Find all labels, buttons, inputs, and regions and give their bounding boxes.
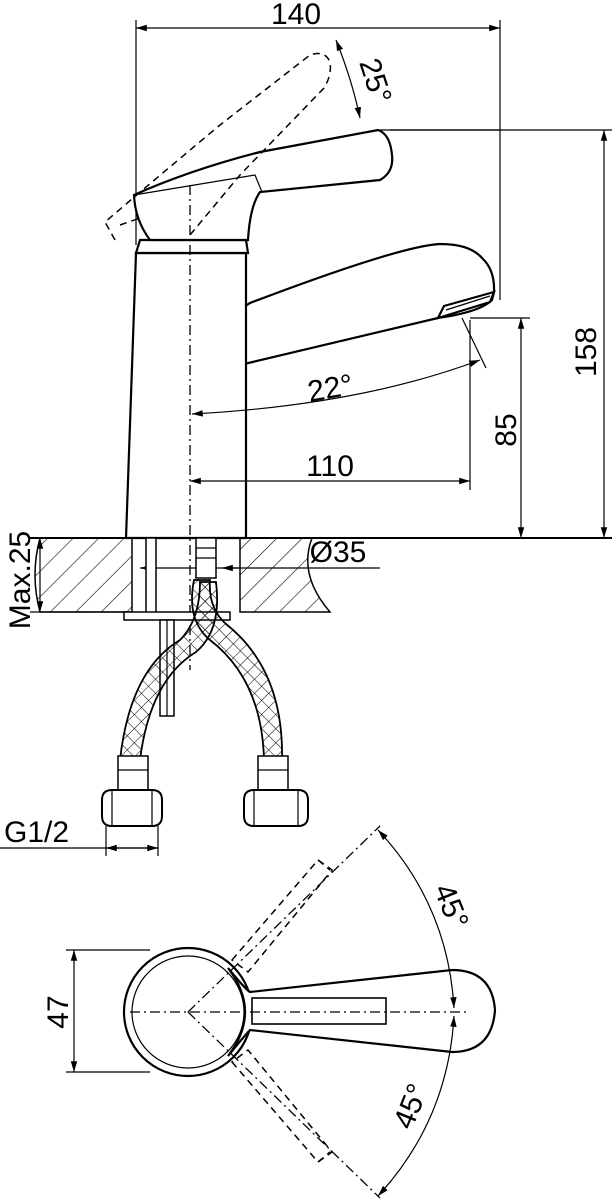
dimension-label-45deg-top: 45°	[427, 879, 475, 933]
dimension-height-158: 158	[390, 129, 612, 538]
dimension-label-47: 47	[42, 995, 75, 1028]
dimension-thread-g12: G1/2	[0, 816, 159, 856]
dimension-label-85: 85	[490, 413, 523, 446]
top-view: 47 45° 45°	[42, 825, 497, 1199]
dimension-label-140: 140	[271, 0, 321, 31]
dimension-width-140: 140	[135, 0, 501, 300]
dimension-label-158: 158	[570, 327, 603, 377]
dimension-angle-25: 25°	[335, 39, 500, 131]
dimension-reach-110: 110	[190, 320, 471, 490]
dimension-diameter-35: Ø35	[140, 536, 380, 572]
dimension-label-max25: Max.25	[4, 531, 37, 629]
dimension-height-85: 85	[470, 317, 530, 538]
dimension-label-25deg: 25°	[352, 54, 397, 107]
side-view: 140 25°	[0, 0, 612, 856]
faucet-body	[104, 52, 496, 670]
dimension-label-22deg: 22°	[305, 368, 355, 408]
dimension-angle-22: 22°	[191, 317, 487, 417]
dimension-max-25: Max.25	[4, 531, 130, 629]
dimension-label-g12: G1/2	[4, 816, 69, 849]
dimension-width-47: 47	[42, 949, 150, 1073]
dimension-label-dia35: Ø35	[310, 536, 367, 569]
dimension-label-45deg-bottom: 45°	[387, 1079, 435, 1133]
dimension-label-110: 110	[306, 450, 354, 483]
braided-hoses	[101, 579, 309, 827]
